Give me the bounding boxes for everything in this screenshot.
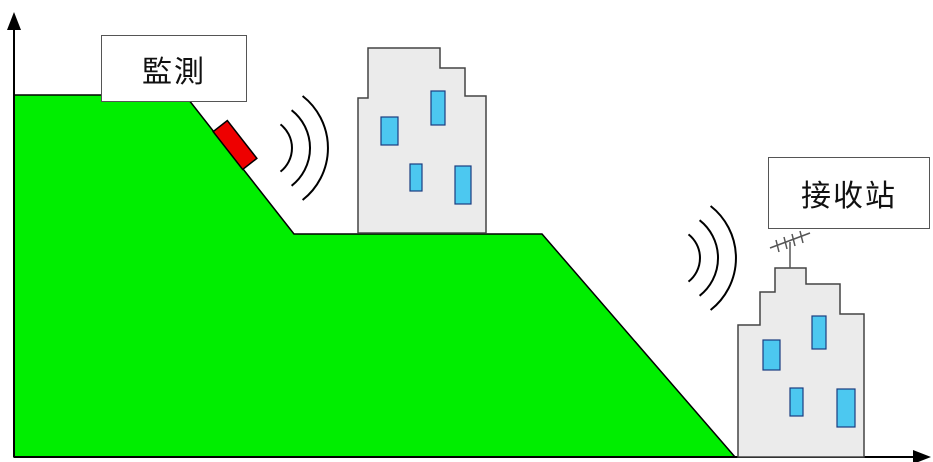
window-icon xyxy=(410,164,422,191)
window-icon xyxy=(812,316,826,349)
building-lower xyxy=(738,268,864,457)
building-lower-body xyxy=(738,268,864,457)
signal-waves-upper-icon xyxy=(281,96,328,200)
window-icon xyxy=(763,340,780,370)
signal-arc xyxy=(292,110,310,186)
signal-arc xyxy=(281,124,292,171)
signal-arc xyxy=(689,234,700,281)
building-upper xyxy=(358,48,486,233)
receiver-station-label: 接收站 xyxy=(768,157,930,229)
window-icon xyxy=(837,389,855,427)
window-icon xyxy=(790,388,803,416)
building-upper-body xyxy=(358,48,486,233)
window-icon xyxy=(455,166,471,204)
window-icon xyxy=(381,117,398,145)
signal-arc xyxy=(700,220,718,296)
antenna-icon xyxy=(770,231,810,268)
signal-waves-lower-icon xyxy=(689,206,736,310)
signal-arc xyxy=(711,206,736,310)
monitor-label: 監測 xyxy=(101,35,247,102)
window-icon xyxy=(431,91,445,125)
signal-arc xyxy=(303,96,328,200)
x-axis-arrow-icon xyxy=(913,450,931,462)
y-axis-arrow-icon xyxy=(7,12,21,30)
